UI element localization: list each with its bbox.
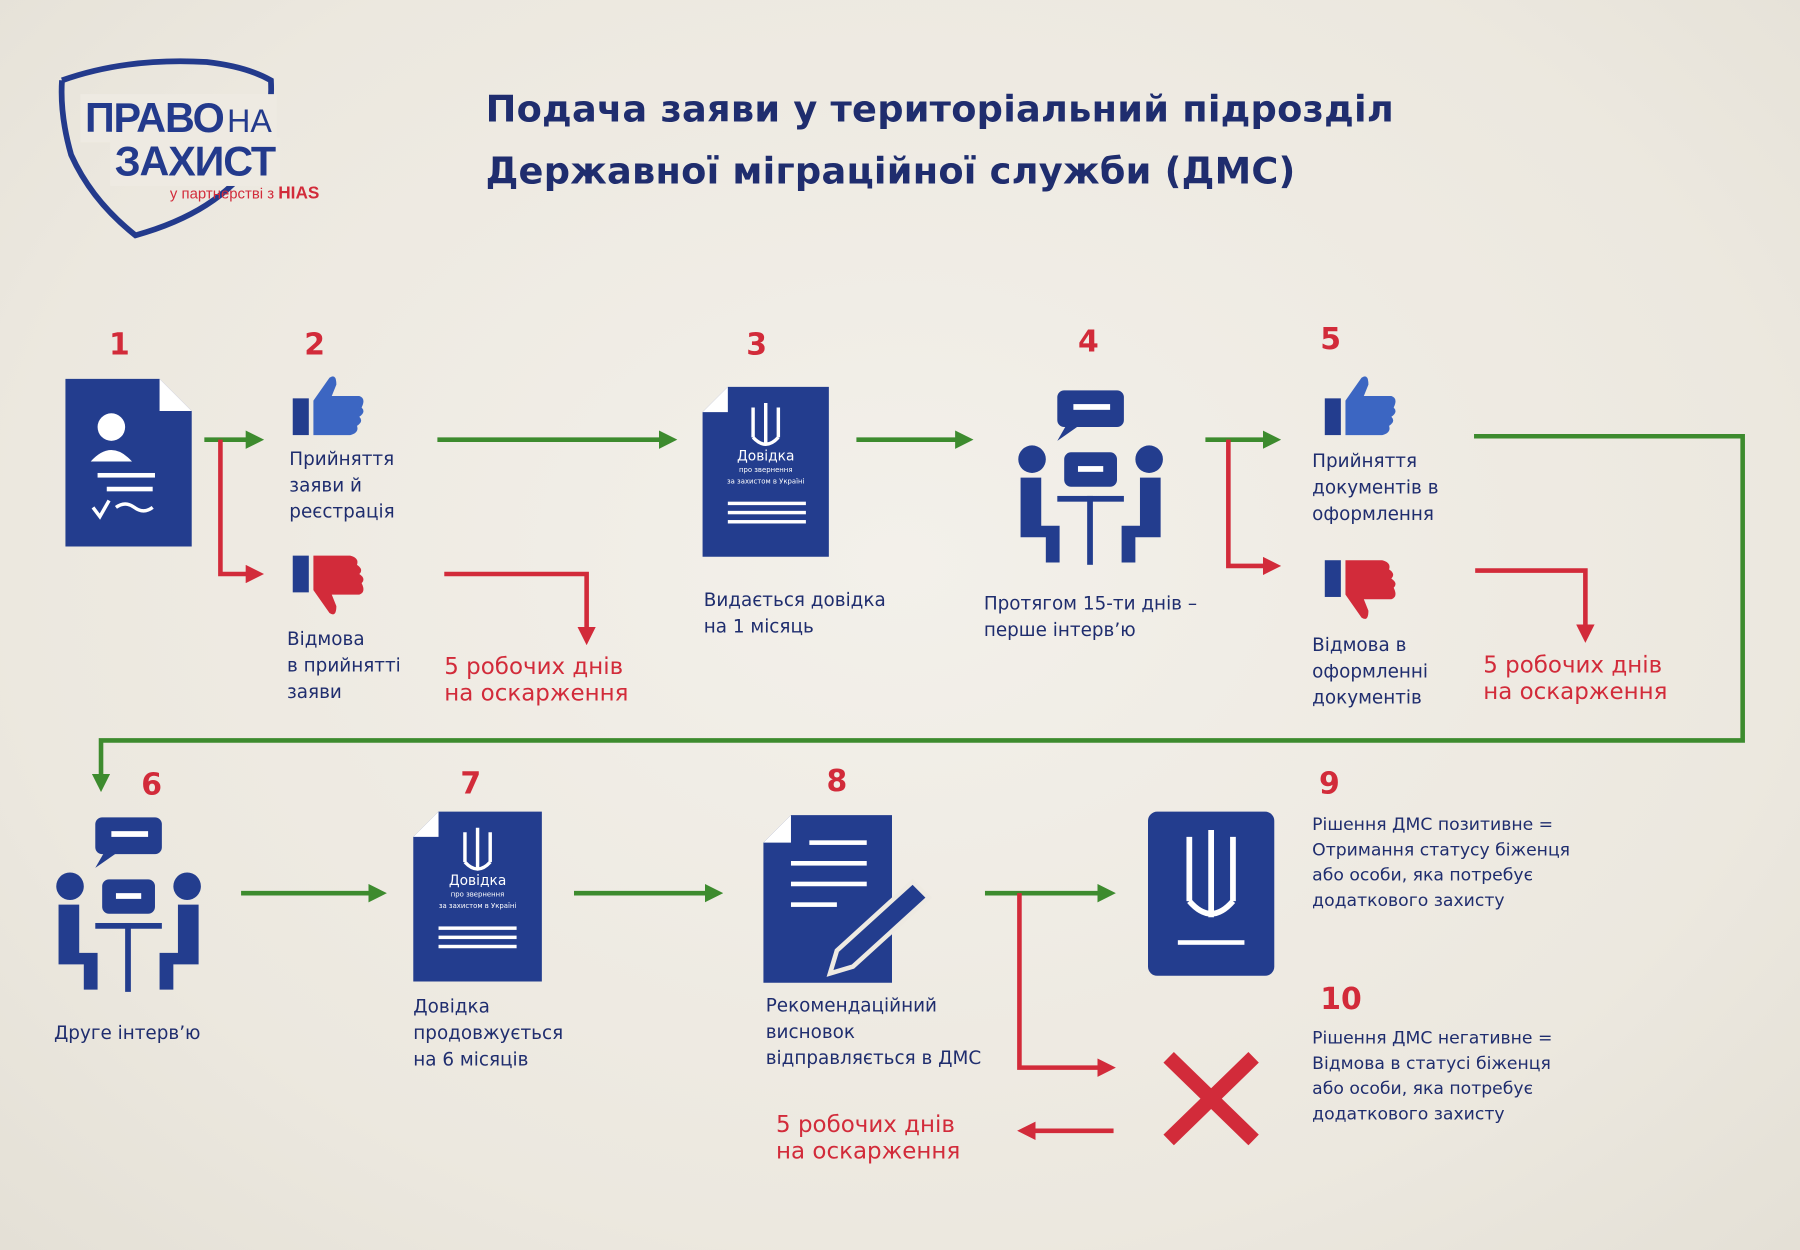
arrow-5-reject-appeal	[1475, 568, 1595, 643]
trident-icon	[1186, 830, 1236, 918]
text-line: документів в	[1312, 476, 1439, 499]
text-line: документів	[1312, 686, 1422, 709]
text-line: реєстрація	[289, 500, 395, 523]
text-line: на 1 місяць	[703, 615, 814, 638]
text-line: заяви й	[289, 474, 362, 496]
text-line: на оскарження	[776, 1136, 961, 1165]
thumbs-down-icon	[1324, 560, 1396, 619]
text-line: Довідка	[413, 995, 490, 1018]
text-line: 5 робочих днів	[776, 1110, 955, 1138]
certificate-sub: про звернення	[450, 890, 505, 899]
text-line: 5 робочих днів	[1483, 650, 1663, 679]
step-4-text: Протягом 15-ти днів – перше інтерв’ю	[984, 590, 1197, 643]
text-line: перше інтерв’ю	[983, 618, 1136, 641]
text-line: на 6 місяців	[413, 1048, 529, 1070]
certificate-document-icon: Довідка про звернення за захистом в Укра…	[413, 811, 542, 982]
text-line: оформленні	[1312, 660, 1429, 682]
reject-x-icon	[1163, 1051, 1259, 1146]
text-line: на оскарження	[444, 678, 629, 707]
title-line: Державної міграційної служби (ДМС)	[485, 149, 1296, 193]
thumbs-up-icon	[292, 376, 364, 436]
text-line: додаткового захисту	[1312, 889, 1505, 911]
step-7-text: Довідка продовжується на 6 місяців	[413, 993, 563, 1072]
text-line: або особи, яка потребує	[1312, 864, 1534, 886]
arrow-2-reject-appeal	[444, 571, 596, 646]
text-line: Протягом 15-ти днів –	[983, 592, 1198, 615]
arrow-4-to-reject	[1226, 439, 1282, 576]
document-with-pen-icon	[763, 815, 933, 983]
step-5-accept-text: Прийняття документів в оформлення	[1312, 448, 1438, 527]
application-document-icon	[65, 378, 192, 547]
text-line: Прийняття	[1312, 450, 1418, 472]
logo-na: НА	[227, 103, 272, 139]
step-number: 7	[460, 766, 482, 802]
arrow-5-to-6	[91, 433, 1745, 793]
text-line: Отримання статусу біженця	[1312, 839, 1571, 860]
step-number: 4	[1077, 324, 1099, 360]
text-line: Відмова в	[1312, 633, 1407, 656]
step-9-text: Рішення ДМС позитивне = Отримання статусу…	[1312, 812, 1570, 913]
step-number: 5	[1320, 322, 1341, 358]
text-line: або особи, яка потребує	[1312, 1077, 1534, 1099]
text-line: Рішення ДМС позитивне =	[1312, 813, 1554, 835]
thumbs-down-icon	[292, 555, 364, 615]
page-title: Подача заяви у територіальний підрозділ …	[486, 78, 1394, 202]
text-line: відправляється в ДМС	[765, 1046, 982, 1069]
text-line: Відмова в статусі біженця	[1312, 1052, 1551, 1074]
certificate-document-icon: Довідка про звернення за захистом в Укра…	[702, 386, 829, 557]
step-5-reject-text: Відмова в оформленні документів	[1312, 631, 1428, 710]
logo-hias: HIAS	[278, 183, 320, 204]
certificate-title: Довідка	[736, 447, 795, 464]
interview-icon	[56, 817, 201, 992]
step-2-reject-text: Відмова в прийнятті заяви	[287, 626, 401, 705]
certificate-sub: за захистом в Україні	[438, 902, 517, 911]
arrow-1-to-reject	[218, 439, 265, 584]
text-line: на оскарження	[1483, 677, 1668, 705]
arrow-8-to-10	[1017, 893, 1116, 1077]
step-number: 6	[141, 768, 162, 803]
step-number: 2	[304, 328, 325, 363]
trident-icon	[751, 402, 781, 446]
text-line: Видається довідка	[703, 588, 886, 611]
step-number: 3	[746, 328, 767, 363]
logo-pravo: ПРАВО	[84, 94, 225, 142]
text-line: 5 робочих днів	[444, 652, 624, 680]
text-line: Прийняття	[289, 447, 395, 470]
text-line: оформлення	[1312, 502, 1434, 525]
text-line: заяви	[287, 680, 342, 703]
logo-partner: у партнерстві з	[169, 184, 275, 203]
certificate-sub: за захистом в Україні	[726, 477, 805, 486]
step-8-text: Рекомендаційний висновок відправляється в …	[766, 992, 981, 1071]
certificate-title: Довідка	[448, 872, 507, 889]
interview-icon	[1018, 390, 1163, 565]
step-number: 9	[1319, 766, 1340, 802]
text-line: продовжується	[413, 1021, 564, 1044]
text-line: в прийнятті	[287, 654, 401, 677]
step-number: 1	[109, 328, 130, 363]
text-line: висновок	[765, 1020, 855, 1043]
step-number: 10	[1320, 982, 1362, 1018]
step-3-text: Видається довідка на 1 місяць	[704, 587, 886, 640]
text-line: Рекомендаційний	[765, 994, 937, 1016]
title-line: Подача заяви у територіальний підрозділ	[485, 87, 1394, 131]
thumbs-up-icon	[1324, 376, 1396, 436]
text-line: Відмова	[287, 627, 365, 650]
step-10-text: Рішення ДМС негативне = Відмова в статусі…	[1312, 1025, 1552, 1126]
logo-zakhyst: ЗАХИСТ	[110, 137, 280, 186]
text-line: додаткового захисту	[1312, 1103, 1505, 1124]
text-line: Рішення ДМС негативне =	[1312, 1027, 1553, 1049]
step-number: 8	[826, 764, 848, 800]
step-6-text: Друге інтерв’ю	[54, 1019, 201, 1045]
text-line: Друге інтерв’ю	[53, 1021, 201, 1044]
trident-icon	[463, 827, 492, 871]
certificate-sub: про звернення	[738, 466, 793, 475]
step-2-accept-text: Прийняття заяви й реєстрація	[289, 445, 394, 524]
passport-icon	[1148, 811, 1275, 976]
